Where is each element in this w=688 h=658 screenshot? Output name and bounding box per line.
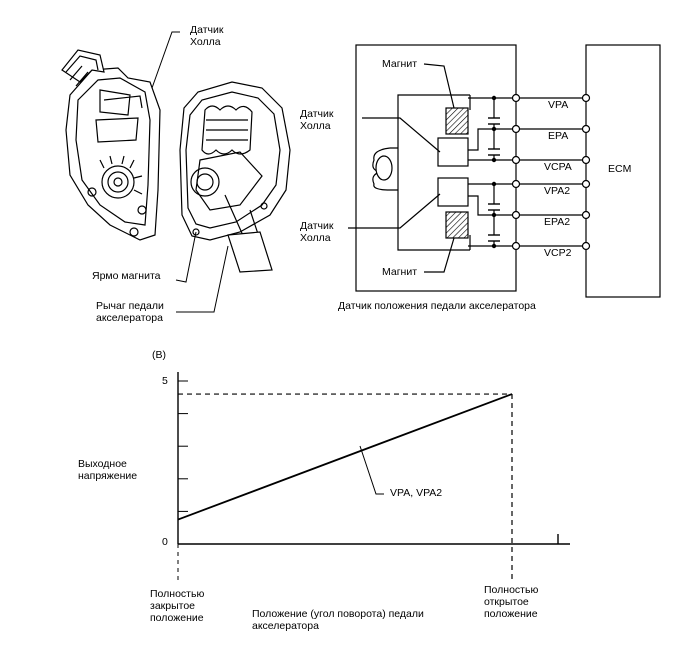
x-category-closed: Полностью закрытое положение: [150, 588, 205, 624]
y-tick-label-5: 5: [162, 375, 168, 387]
series-label-leader: [359, 445, 384, 495]
terminal-circles: [511, 93, 591, 251]
sensor-housing-right-illustration: [179, 81, 291, 273]
y-axis-label: Выходное напряжение: [78, 458, 138, 482]
magnet-top-label: Магнит: [382, 58, 418, 70]
x-axis-label: Положение (угол поворота) педали акселер…: [252, 608, 424, 632]
wires: [468, 97, 586, 247]
hall-sensor-bottom-label: Датчик Холла: [300, 220, 334, 244]
circuit-diagram: [348, 44, 661, 298]
magnet-yoke-label: Ярмо магнита: [92, 270, 161, 282]
y-tick-label-0: 0: [162, 536, 168, 548]
terminal-epa2-label: EPA2: [544, 216, 571, 228]
terminal-vpa-label: VPA: [548, 99, 569, 111]
junction-dots: [491, 95, 497, 249]
terminal-vpa2-label: VPA2: [544, 185, 571, 197]
output-voltage-chart: [177, 372, 570, 582]
pedal-lever-label: Рычаг педали акселератора: [96, 300, 164, 324]
terminal-vcpa-label: VCPA: [544, 161, 572, 173]
terminal-epa-label: EPA: [548, 130, 569, 142]
ecm-label: ECM: [608, 163, 632, 175]
ecm-box: [585, 44, 661, 298]
magnet-bottom-block: [445, 211, 469, 239]
capacitors: [488, 117, 500, 242]
terminal-vcp2-label: VCP2: [544, 247, 572, 259]
magnet-bottom-label: Магнит: [382, 266, 418, 278]
magnet-top-block: [445, 107, 469, 135]
x-category-open: Полностью открытое положение: [484, 584, 539, 620]
hall-sensor-label-illustration: Датчик Холла: [190, 24, 224, 48]
y-unit-label: (В): [152, 349, 166, 361]
hall-sensor-top-label: Датчик Холла: [300, 108, 334, 132]
circuit-caption: Датчик положения педали акселератора: [338, 300, 536, 312]
illustration-leader-lines: [151, 31, 229, 313]
series-label-vpa-vpa2: VPA, VPA2: [390, 487, 443, 499]
sensor-outer-box: [355, 44, 517, 292]
hall-element-bottom: [437, 177, 469, 207]
series-line-vpa-vpa2: [177, 393, 513, 521]
hall-element-top: [437, 137, 469, 167]
sensor-housing-left-illustration: [61, 49, 161, 241]
